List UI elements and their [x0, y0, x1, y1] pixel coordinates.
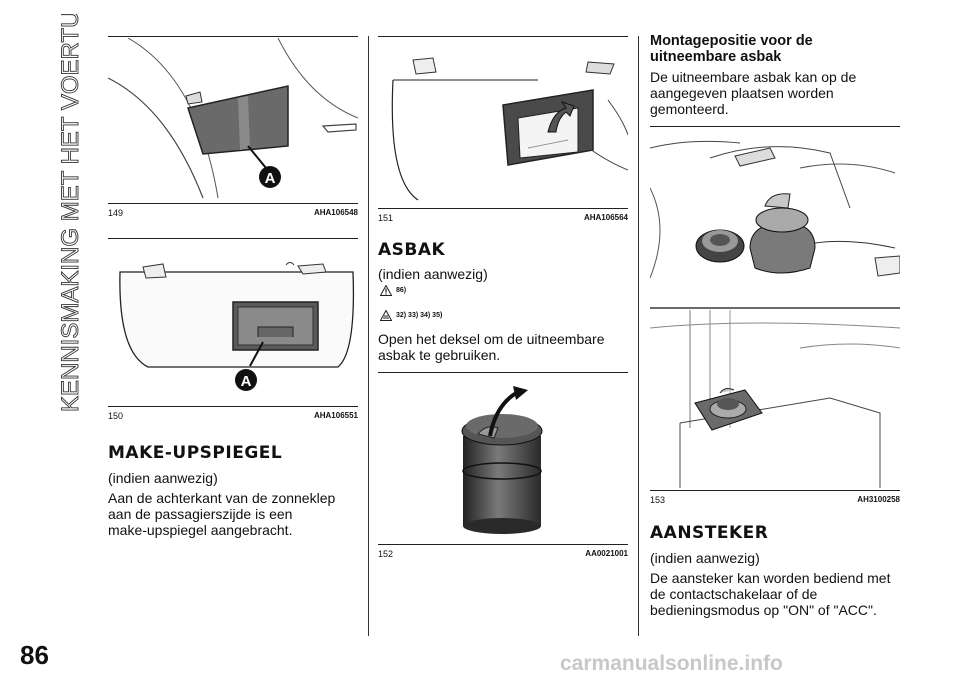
figure-151-sun-visor-mirror-open-image: [391, 57, 628, 201]
side-title-text: KENNISMAKING MET HET VOERTUIG: [57, 14, 84, 412]
figure-153-caption: 153 AH3100258: [650, 495, 900, 505]
aansteker-optional: (indien aanwezig): [650, 550, 760, 566]
fig150-callout-A: A: [241, 373, 252, 390]
page-number: 86: [20, 640, 49, 670]
asbak-optional: (indien aanwezig): [378, 266, 488, 282]
aansteker-body: De aansteker kan worden bediend met de c…: [650, 570, 890, 618]
text-line: De aansteker kan worden bediend met: [650, 570, 891, 586]
figure-152-caption: 152 AA0021001: [378, 549, 628, 559]
fig150-top-rule: [108, 238, 358, 239]
figure-code: AH3100258: [857, 495, 900, 504]
figure-149-sun-visor-image: A: [108, 38, 358, 199]
fig150-bottom-rule: [108, 406, 358, 407]
heading-line: Montagepositie voor de: [650, 33, 813, 49]
asbak-reference-2: 32) 33) 34) 35): [380, 310, 442, 321]
fig152-top-rule: [378, 372, 628, 373]
caution-triangle-icon: [380, 310, 392, 321]
figure-number: 150: [108, 411, 124, 421]
asbak-heading: ASBAK: [378, 240, 446, 260]
figure-number: 153: [650, 495, 666, 505]
column-divider-1: [368, 36, 369, 636]
aansteker-heading: AANSTEKER: [650, 523, 769, 543]
figure-code: AHA106564: [583, 213, 628, 222]
fig153-top-rule: [650, 126, 900, 127]
montage-body: De uitneembare asbak kan op de aangegeve…: [650, 69, 856, 117]
figure-number: 152: [378, 549, 394, 559]
figure-150-caption: 150 AHA106551: [108, 411, 358, 421]
text-line: Aan de achterkant van de zonneklep: [108, 490, 336, 506]
fig152-bottom-rule: [378, 544, 628, 545]
figure-149-caption: 149 AHA106548: [108, 208, 358, 218]
figure-150-vanity-mirror-image: A: [119, 262, 355, 391]
reference-text: 86): [396, 287, 407, 294]
make-upspiegel-body: Aan de achterkant van de zonneklep aan d…: [108, 490, 335, 538]
text-line: aan de passagierszijde is een: [108, 506, 293, 522]
text-line: asbak te gebruiken.: [378, 347, 501, 363]
reference-text: 32) 33) 34) 35): [396, 312, 443, 319]
figure-151-caption: 151 AHA106564: [378, 213, 628, 223]
warning-triangle-icon: [380, 285, 392, 296]
fig149-top-rule: [108, 36, 358, 37]
fig149-callout-A: A: [265, 170, 276, 187]
montage-heading: Montagepositie voor de uitneembare asbak: [650, 33, 813, 65]
text-line: Open het deksel om de uitneembare: [378, 331, 605, 347]
figure-152-ashtray-image: [461, 386, 543, 534]
text-line: aangegeven plaatsen worden: [650, 85, 834, 101]
text-line: de contactschakelaar of de: [650, 586, 818, 602]
make-upspiegel-optional: (indien aanwezig): [108, 470, 218, 486]
figure-number: 149: [108, 208, 124, 218]
text-line: bedieningsmodus op "ON" of "ACC".: [650, 602, 877, 618]
side-section-title: KENNISMAKING MET HET VOERTUIG: [46, 14, 90, 414]
text-line: gemonteerd.: [650, 101, 729, 117]
fig151-bottom-rule: [378, 208, 628, 209]
text-line: make-upspiegel aangebracht.: [108, 522, 293, 538]
heading-line: uitneembare asbak: [650, 49, 782, 65]
fig149-bottom-rule: [108, 203, 358, 204]
figure-code: AA0021001: [585, 549, 628, 558]
fig151-top-rule: [378, 36, 628, 37]
figure-code: AHA106548: [313, 208, 358, 217]
fig153-bottom-rule: [650, 490, 900, 491]
figure-number: 151: [378, 213, 394, 223]
asbak-body: Open het deksel om de uitneembare asbak …: [378, 331, 604, 363]
make-upspiegel-heading: MAKE-UPSPIEGEL: [108, 443, 283, 463]
column-divider-2: [638, 36, 639, 636]
figure-153-ashtray-positions-image: [650, 140, 900, 488]
text-line: De uitneembare asbak kan op de: [650, 69, 857, 85]
watermark-text: carmanualsonline.info: [560, 652, 783, 675]
asbak-reference-1: 86): [380, 285, 406, 296]
figure-code: AHA106551: [313, 411, 358, 420]
